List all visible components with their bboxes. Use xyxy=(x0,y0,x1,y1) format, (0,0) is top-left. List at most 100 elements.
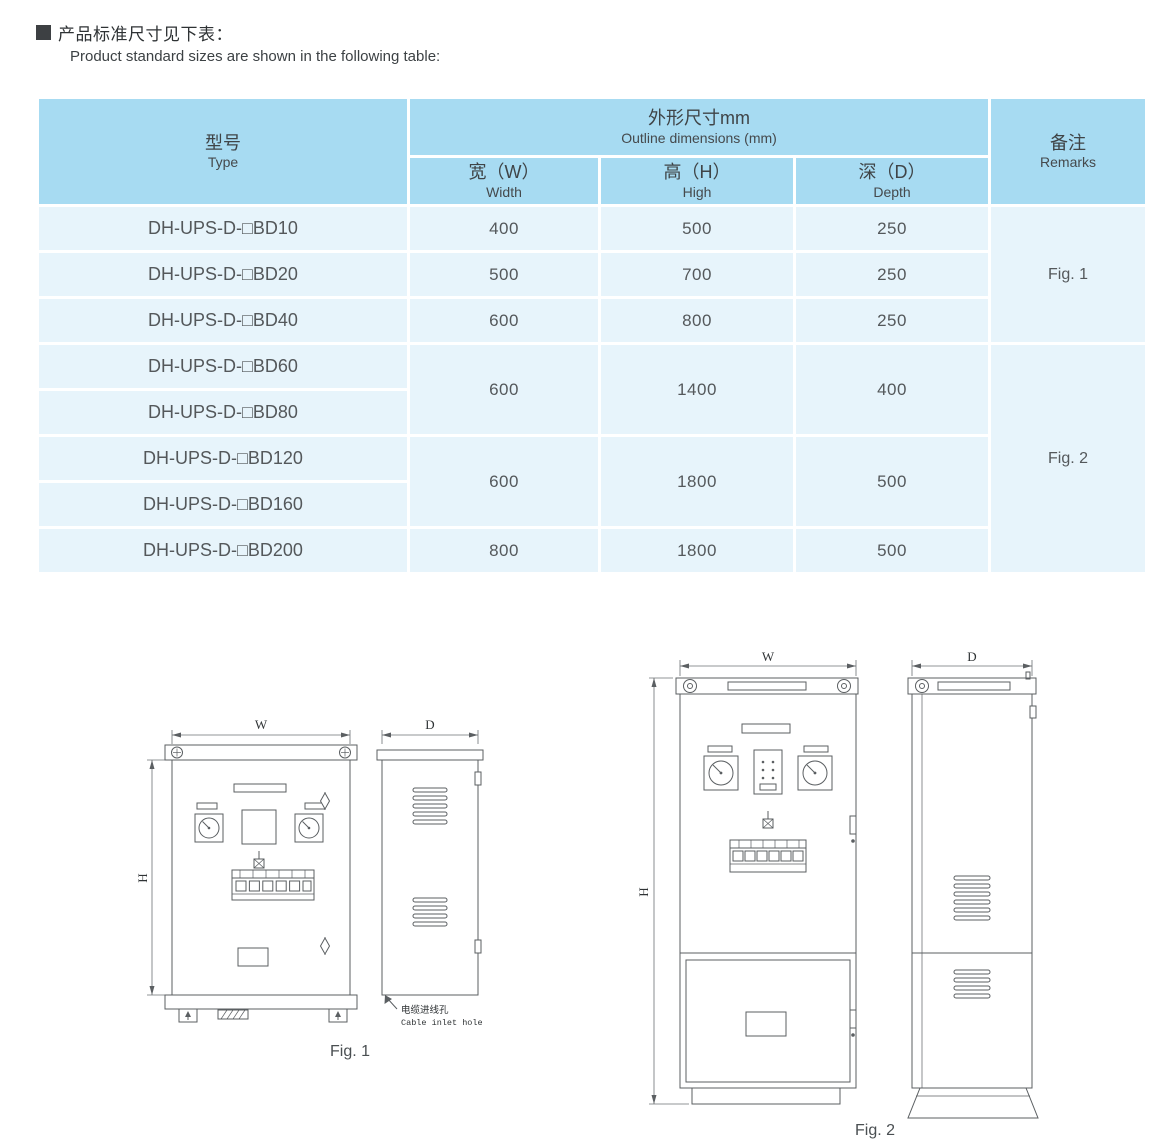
fig2-side-body xyxy=(911,693,1033,1089)
header-high: 高（H） High xyxy=(601,158,793,204)
cable-inlet-label-zh: 电缆进线孔 xyxy=(401,1004,449,1016)
header-depth: 深（D） Depth xyxy=(796,158,989,204)
cell-type: DH-UPS-D-□BD160 xyxy=(39,483,407,526)
gauge-icon xyxy=(703,755,739,791)
fig1-top-slot xyxy=(233,783,287,793)
cell-type: DH-UPS-D-□BD60 xyxy=(39,345,407,388)
table-row: DH-UPS-D-□BD60 600 1400 400 Fig. 2 xyxy=(39,345,1146,572)
cell-depth: 500 xyxy=(796,437,989,526)
cell-remark-fig2: Fig. 2 xyxy=(991,345,1146,572)
fig2-top-plate xyxy=(675,677,859,695)
cell-remark-fig1: Fig. 1 xyxy=(991,207,1146,342)
header-width-zh: 宽（W） xyxy=(468,162,540,182)
section-heading: 产品标准尺寸见下表： xyxy=(36,20,233,45)
cell-depth: 250 xyxy=(796,253,989,296)
cell-high: 1400 xyxy=(601,345,793,434)
header-type: 型号 Type xyxy=(39,99,407,204)
cell-width: 400 xyxy=(410,207,598,250)
header-remarks: 备注 Remarks xyxy=(991,99,1146,204)
fig2-nameplate xyxy=(745,1011,787,1037)
table-row: DH-UPS-D-□BD160 xyxy=(39,483,1145,526)
fig1-nameplate xyxy=(237,947,269,967)
cell-width: 600 xyxy=(410,345,598,434)
fig2-caption: Fig. 2 xyxy=(854,1122,895,1139)
cable-inlet-label-en: Cable inlet hole xyxy=(401,1018,483,1028)
fig2-cabinet-body xyxy=(679,693,857,1089)
section-heading-en: Product standard sizes are shown in the … xyxy=(70,48,441,65)
table-row: DH-UPS-D-□BD120 600 1800 500 xyxy=(39,437,1145,526)
fig1-h-dimension: H xyxy=(135,759,169,996)
fig1-side-view: 电缆进线孔 Cable inlet hole xyxy=(376,749,484,1028)
hinge-icon xyxy=(849,1009,857,1037)
hinge-icon xyxy=(474,771,482,786)
fig1-drawing: W H xyxy=(135,717,484,1028)
gauge-icon xyxy=(194,813,224,843)
cell-high: 800 xyxy=(601,299,793,342)
header-width: 宽（W） Width xyxy=(410,158,598,204)
fig2-side-base xyxy=(907,1087,1039,1119)
mounting-foot-icon xyxy=(178,1008,198,1023)
fig1-side-flange xyxy=(376,749,484,761)
section-heading-zh: 产品标准尺寸见下表： xyxy=(58,25,233,44)
screw-icon xyxy=(339,746,351,759)
fig1-small-plate xyxy=(196,802,218,810)
cell-type: DH-UPS-D-□BD80 xyxy=(39,391,407,434)
screw-icon xyxy=(171,746,183,759)
table-row: DH-UPS-D-□BD80 xyxy=(39,391,1145,434)
louver-vent-icon xyxy=(953,875,991,921)
hinge-icon xyxy=(1029,705,1037,719)
hinge-icon xyxy=(474,939,482,954)
eyebolt-icon xyxy=(683,679,697,693)
table-row: DH-UPS-D-□BD200 800 1800 500 xyxy=(39,529,1145,572)
eyebolt-icon xyxy=(915,679,929,693)
fig1-d-dimension: D xyxy=(381,717,479,744)
fig2-h-label: H xyxy=(636,887,651,896)
square-bullet-icon xyxy=(36,25,51,40)
fig2-small-plate xyxy=(803,745,829,753)
cell-type: DH-UPS-D-□BD120 xyxy=(39,437,407,480)
fig2-side-view xyxy=(907,671,1039,1119)
header-outline-zh: 外形尺寸mm xyxy=(648,108,751,128)
alarm-symbol-icon xyxy=(762,811,774,829)
cable-inlet-annotation: 电缆进线孔 Cable inlet hole xyxy=(384,995,483,1028)
alarm-symbol-icon xyxy=(253,851,265,869)
fig1-w-dimension: W xyxy=(171,717,351,744)
fig1-front-view xyxy=(164,744,358,1023)
louver-vent-icon xyxy=(953,969,991,999)
louver-vent-icon xyxy=(412,787,448,825)
cell-high: 700 xyxy=(601,253,793,296)
fig1-caption: Fig. 1 xyxy=(329,1043,370,1060)
header-type-zh: 型号 xyxy=(205,132,241,153)
terminal-block xyxy=(231,869,315,901)
fig2-side-top-slot xyxy=(937,681,1011,691)
fig2-side-hook xyxy=(1025,671,1031,680)
header-depth-en: Depth xyxy=(873,183,911,200)
lock-icon xyxy=(319,936,331,956)
header-outline-dimensions: 外形尺寸mm Outline dimensions (mm) xyxy=(410,99,989,155)
hinge-icon xyxy=(849,815,857,843)
cell-depth: 250 xyxy=(796,207,989,250)
louver-vent-icon xyxy=(412,897,448,927)
fig1-h-label: H xyxy=(135,873,150,882)
mounting-foot-icon xyxy=(328,1008,348,1023)
fig2-d-label: D xyxy=(967,649,976,664)
fig1-d-label: D xyxy=(425,717,434,732)
fig1-side-body xyxy=(381,759,479,996)
fig2-h-dimension: H xyxy=(636,677,689,1105)
fig2-top-slot xyxy=(727,681,807,691)
gauge-icon xyxy=(294,813,324,843)
display-panel xyxy=(753,749,783,795)
header-high-en: High xyxy=(682,183,712,200)
terminal-block xyxy=(729,839,807,873)
cell-width: 800 xyxy=(410,529,598,572)
fig2-front-slot xyxy=(741,723,791,734)
fig1-top-flange xyxy=(164,744,358,761)
cell-high: 500 xyxy=(601,207,793,250)
fig1-display-panel xyxy=(241,809,277,845)
cell-depth: 500 xyxy=(796,529,989,572)
header-type-en: Type xyxy=(207,154,239,170)
header-outline-en: Outline dimensions (mm) xyxy=(621,129,777,146)
cable-gland-hatch xyxy=(217,1009,249,1020)
cell-high: 1800 xyxy=(601,529,793,572)
cell-high: 1800 xyxy=(601,437,793,526)
